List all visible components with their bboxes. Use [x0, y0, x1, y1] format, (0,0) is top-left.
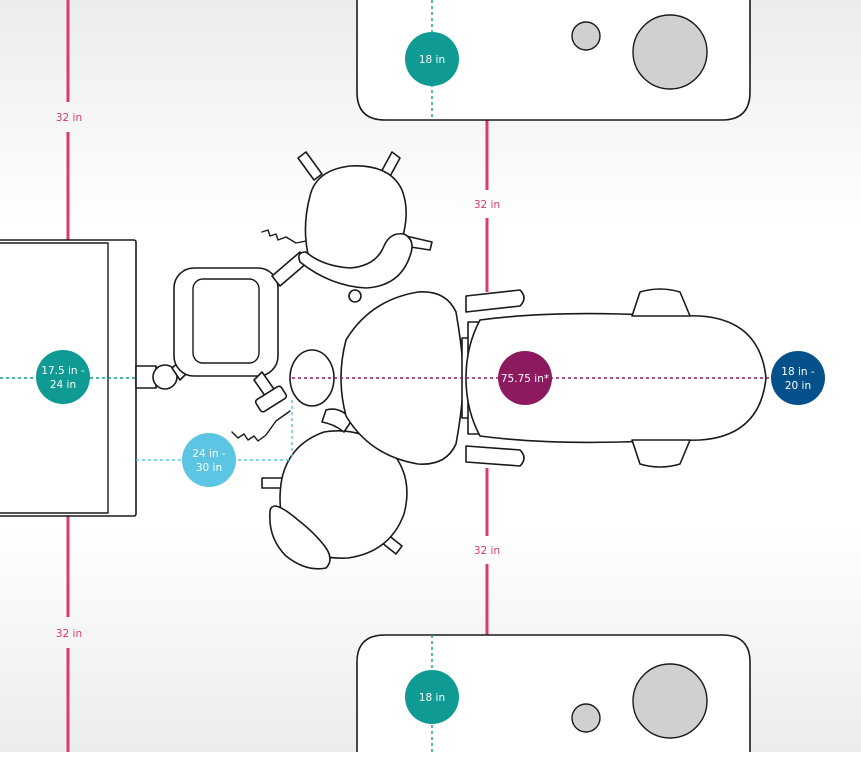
chair-length-badge	[498, 351, 552, 405]
chair-end-badge-line1: 18 in -	[781, 366, 815, 378]
chair-end-badge-line2: 20 in	[785, 380, 811, 392]
delivery-tray	[173, 267, 279, 377]
top-stool	[297, 151, 433, 303]
center-bottom-dimension-label: 32 in	[474, 545, 500, 557]
center-top-dimension-label: 32 in	[474, 199, 500, 211]
delivery-unit	[135, 229, 309, 442]
stool-offset-badge	[182, 433, 236, 487]
top-large-sink-icon	[632, 14, 708, 90]
chair-end-badge	[771, 351, 825, 405]
bottom-stool	[261, 408, 417, 570]
top-cabinet-badge	[405, 32, 459, 86]
chair-length-badge-label: 75.75 in*	[501, 373, 549, 385]
top-small-sink-icon	[571, 21, 601, 51]
counter-depth-badge	[36, 350, 90, 404]
left-top-dimension-label: 32 in	[56, 112, 82, 124]
bottom-cabinet-badge-label: 18 in	[419, 692, 445, 704]
left-bottom-dimension-label: 32 in	[56, 628, 82, 640]
stool-offset-badge-line1: 24 in -	[192, 448, 226, 460]
counter-depth-badge-line2: 24 in	[50, 379, 76, 391]
bottom-cabinet-badge	[405, 670, 459, 724]
counter-depth-badge-line1: 17.5 in -	[41, 365, 85, 377]
top-cabinet	[356, 0, 751, 121]
top-cabinet-badge-label: 18 in	[419, 54, 445, 66]
bottom-large-sink-icon	[632, 663, 708, 739]
stool-offset-badge-line2: 30 in	[196, 462, 222, 474]
bottom-small-sink-icon	[571, 703, 601, 733]
bottom-cabinet	[356, 634, 751, 753]
